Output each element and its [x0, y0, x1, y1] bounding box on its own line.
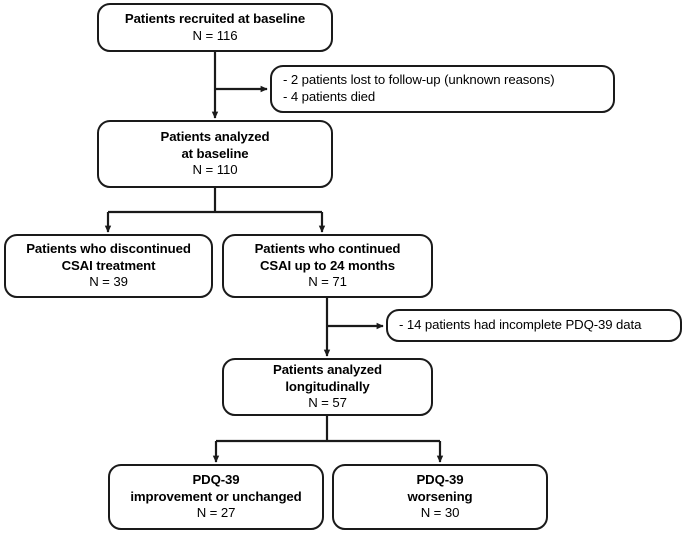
node-excluded-baseline: - 2 patients lost to follow-up (unknown … — [270, 65, 615, 113]
pdq-worsened-title-line-2: worsening — [407, 488, 473, 504]
node-pdq-improved: PDQ-39 improvement or unchanged N = 27 — [108, 464, 324, 530]
continued-count: N = 71 — [308, 274, 347, 290]
pdq-worsened-count: N = 30 — [420, 505, 460, 521]
analyzed-baseline-count: N = 110 — [192, 162, 238, 178]
recruited-count: N = 116 — [192, 27, 238, 43]
discontinued-title-line-2: CSAI treatment — [61, 257, 156, 273]
pdq-improved-title-line-2: improvement or unchanged — [130, 488, 302, 504]
excluded-longitudinal-line-1: - 14 patients had incomplete PDQ-39 data — [399, 317, 642, 333]
analyzed-longitudinal-title-line-1: Patients analyzed — [273, 361, 382, 377]
pdq-improved-count: N = 27 — [196, 505, 236, 521]
node-pdq-worsened: PDQ-39 worsening N = 30 — [332, 464, 548, 530]
excluded-baseline-line-1: - 2 patients lost to follow-up (unknown … — [283, 72, 555, 88]
continued-title-line-2: CSAI up to 24 months — [259, 257, 395, 273]
excluded-baseline-line-2: - 4 patients died — [283, 89, 376, 104]
discontinued-title-line-1: Patients who discontinued — [26, 240, 191, 256]
recruited-title: Patients recruited at baseline — [124, 10, 306, 26]
node-continued: Patients who continued CSAI up to 24 mon… — [222, 234, 433, 298]
node-patients-recruited: Patients recruited at baseline N = 116 — [97, 3, 333, 52]
continued-title-line-1: Patients who continued — [254, 240, 401, 256]
analyzed-longitudinal-title-line-2: longitudinally — [285, 378, 370, 394]
pdq-worsened-title-line-1: PDQ-39 — [416, 471, 464, 487]
node-excluded-longitudinal: - 14 patients had incomplete PDQ-39 data — [386, 309, 682, 342]
analyzed-longitudinal-count: N = 57 — [308, 395, 347, 411]
node-analyzed-baseline: Patients analyzed at baseline N = 110 — [97, 120, 333, 188]
node-analyzed-longitudinal: Patients analyzed longitudinally N = 57 — [222, 358, 433, 416]
analyzed-baseline-title-line-2: at baseline — [181, 145, 249, 161]
pdq-improved-title-line-1: PDQ-39 — [192, 471, 240, 487]
discontinued-count: N = 39 — [89, 274, 128, 290]
analyzed-baseline-title-line-1: Patients analyzed — [160, 128, 270, 144]
node-discontinued: Patients who discontinued CSAI treatment… — [4, 234, 213, 298]
